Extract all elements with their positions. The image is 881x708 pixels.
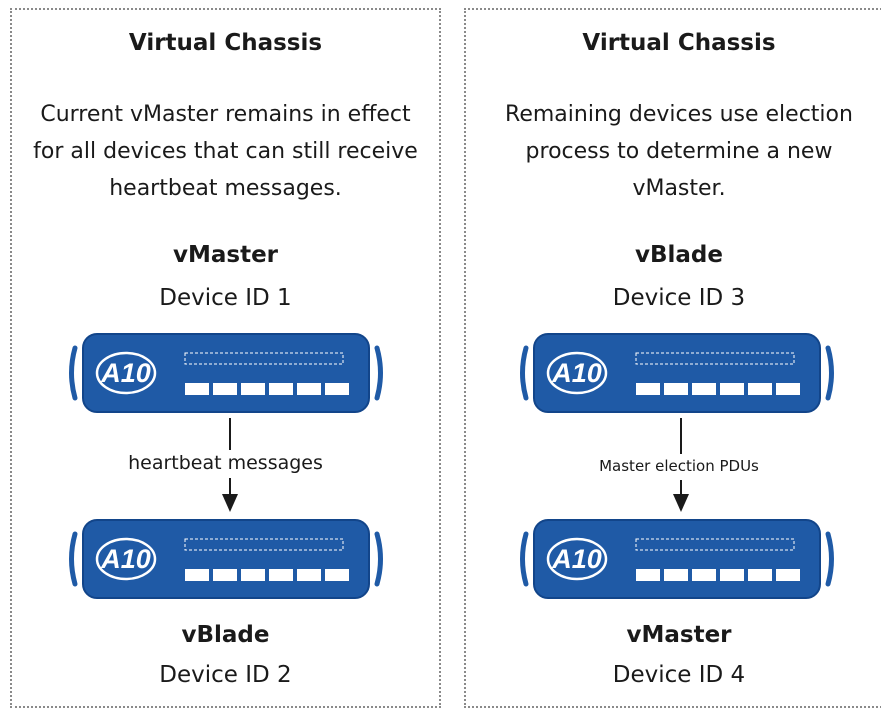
description-line: vMaster.: [632, 176, 726, 201]
connector-line: [229, 418, 231, 450]
svg-text:A10: A10: [100, 358, 151, 388]
connector-line: [680, 480, 682, 494]
a10-chassis-device-icon: A10: [520, 519, 834, 599]
top-device-id: Device ID 3: [612, 285, 746, 311]
panel-description: Current vMaster remains in effect for al…: [26, 96, 425, 207]
top-device-role: vMaster: [172, 242, 279, 268]
connector-line: [680, 418, 682, 454]
top-device-id: Device ID 1: [159, 285, 292, 311]
description-line: process to determine a new: [525, 139, 833, 164]
svg-text:A10: A10: [551, 544, 602, 574]
connector-label: heartbeat messages: [128, 452, 323, 474]
virtual-chassis-panel-right: Virtual Chassis Remaining devices use el…: [464, 8, 881, 708]
description-line: Current vMaster remains in effect: [40, 102, 411, 127]
panel-description: Remaining devices use election process t…: [480, 96, 878, 207]
description-line: Remaining devices use election: [505, 102, 853, 127]
description-line: for all devices that can still receive: [33, 139, 418, 164]
a10-chassis-device-icon: A10: [520, 333, 834, 413]
bottom-device-id: Device ID 2: [159, 662, 292, 688]
bottom-device-id: Device ID 4: [612, 662, 746, 688]
connector-line: [229, 478, 231, 494]
description-line: heartbeat messages.: [109, 176, 342, 201]
bottom-device-role: vBlade: [181, 622, 270, 648]
svg-text:A10: A10: [100, 544, 151, 574]
panel-title: Virtual Chassis: [582, 30, 776, 56]
bottom-device-role: vMaster: [626, 622, 732, 648]
arrow-down-icon: [673, 494, 689, 512]
a10-chassis-device-icon: A10: [69, 519, 383, 599]
arrow-down-icon: [222, 494, 238, 512]
connector-label: Master election PDUs: [599, 457, 759, 475]
a10-chassis-device-icon: A10: [69, 333, 383, 413]
top-device-role: vBlade: [635, 242, 723, 268]
svg-text:A10: A10: [551, 358, 602, 388]
panel-title: Virtual Chassis: [128, 30, 323, 56]
virtual-chassis-panel-left: Virtual Chassis Current vMaster remains …: [10, 8, 441, 708]
